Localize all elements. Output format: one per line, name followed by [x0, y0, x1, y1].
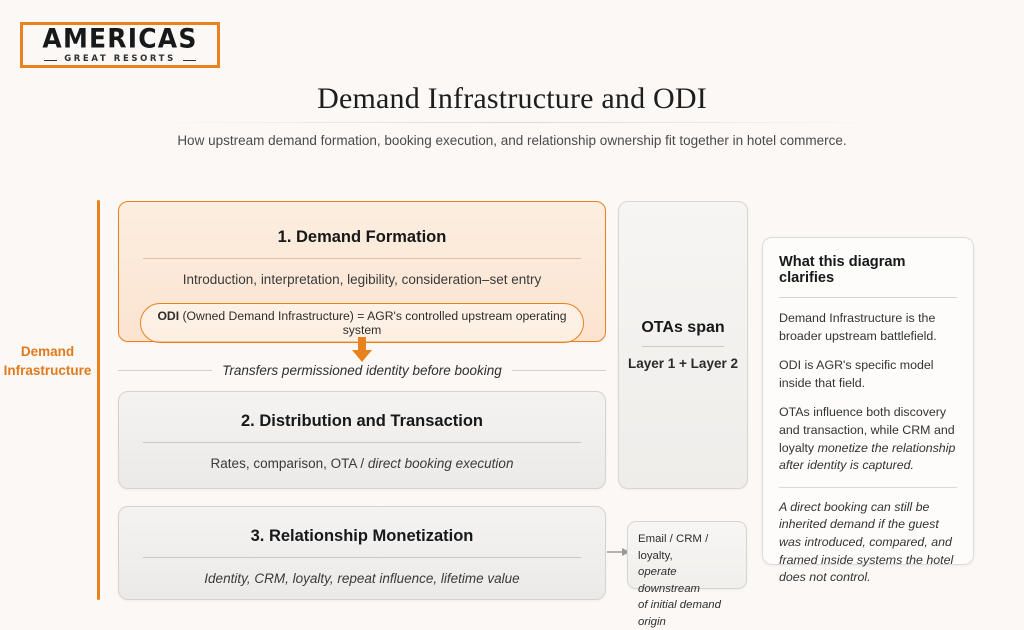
- clarifies-title: What this diagram clarifies: [779, 254, 906, 286]
- clarifies-paragraph-4: A direct booking can still be inherited …: [779, 499, 954, 585]
- clarifies-panel: What this diagram clarifies Demand Infra…: [762, 237, 974, 584]
- odi-definition-pill: ODI (Owned Demand Infrastructure) = AGR'…: [140, 303, 584, 343]
- transfer-annotation: Transfers permissioned identity before b…: [118, 360, 606, 380]
- card-divider: [143, 442, 581, 443]
- ota-span-card[interactable]: OTAs span Layer 1 + Layer 2: [618, 201, 748, 489]
- ota-span-subtitle: Layer 1 + Layer 2: [628, 356, 738, 371]
- layer-description: Identity, CRM, loyalty, repeat influence…: [204, 571, 520, 586]
- transfer-rule-left: [118, 369, 213, 371]
- clarifies-p3-plain: OTAs influence both discovery and transa…: [779, 405, 955, 455]
- demand-infrastructure-rail: [97, 200, 100, 600]
- layer-description-italic: direct booking execution: [367, 456, 514, 471]
- layer-card-relationship-monetization[interactable]: 3. Relationship Monetization Identity, C…: [118, 506, 606, 600]
- arrow-down-icon: [348, 337, 376, 363]
- rail-label-line1: Demand: [20, 344, 75, 359]
- page-title: Demand Infrastructure and ODI: [317, 82, 707, 115]
- rail-label-line2: Infrastructure: [3, 363, 92, 379]
- transfer-rule-right: [511, 369, 606, 371]
- layer-title: 2. Distribution and Transaction: [240, 412, 484, 430]
- odi-abbrev: ODI: [157, 309, 180, 323]
- title-divider: [152, 122, 880, 123]
- panel-divider: [779, 297, 957, 298]
- panel-divider-2: [779, 486, 957, 488]
- brand-name: AMERICAS: [42, 23, 198, 55]
- note-line-1: Email / CRM / loyalty,: [638, 533, 709, 562]
- layer-title: 3. Relationship Monetization: [250, 527, 474, 545]
- layer-card-distribution-transaction[interactable]: 2. Distribution and Transaction Rates, c…: [118, 391, 606, 489]
- card-divider: [143, 557, 581, 558]
- layer-description: Introduction, interpretation, legibility…: [182, 272, 542, 287]
- clarifies-p3-italic: monetize the relationship after identity…: [779, 440, 956, 473]
- brand-logo: AMERICAS GREAT RESORTS: [20, 22, 220, 68]
- layer-description-plain: Rates, comparison, OTA /: [210, 456, 368, 471]
- card-divider: [143, 258, 581, 259]
- layer-title: 1. Demand Formation: [277, 228, 447, 246]
- page-subtitle: How upstream demand formation, booking e…: [177, 133, 847, 148]
- card-divider: [642, 346, 724, 347]
- rail-label: Demand Infrastructure: [0, 342, 95, 380]
- clarifies-paragraph-3: OTAs influence both discovery and transa…: [779, 404, 957, 474]
- clarifies-paragraph-1: Demand Infrastructure is the broader ups…: [779, 311, 937, 343]
- note-line-3: of initial demand origin: [638, 599, 721, 628]
- layer-description: Rates, comparison, OTA / direct booking …: [137, 456, 587, 471]
- transfer-label: Transfers permissioned identity before b…: [222, 362, 502, 378]
- downstream-note-card: Email / CRM / loyalty, operate downstrea…: [627, 521, 747, 628]
- note-line-2: operate downstream: [638, 566, 701, 595]
- arrow-right-icon: [607, 545, 631, 557]
- clarifies-paragraph-2: ODI is AGR's specific model inside that …: [779, 358, 934, 390]
- layer-card-demand-formation[interactable]: 1. Demand Formation Introduction, interp…: [118, 201, 606, 343]
- brand-tagline: GREAT RESORTS: [44, 54, 196, 65]
- ota-span-title: OTAs span: [641, 319, 725, 336]
- odi-definition-text: (Owned Demand Infrastructure) = AGR's co…: [179, 309, 567, 337]
